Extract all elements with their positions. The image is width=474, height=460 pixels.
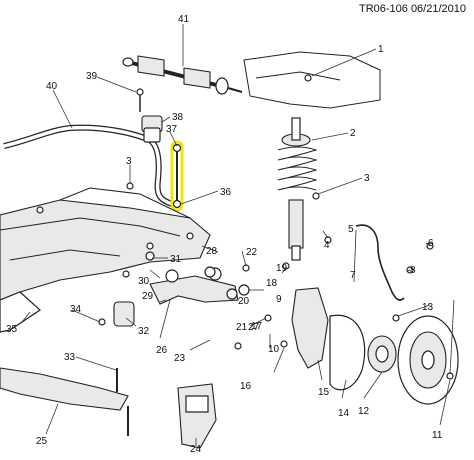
callout-7: 7 <box>350 270 356 281</box>
callout-31: 31 <box>170 254 182 265</box>
callout-41: 41 <box>178 14 190 25</box>
callout-14: 14 <box>338 408 350 419</box>
callout-5: 5 <box>348 224 354 235</box>
callout-11: 11 <box>432 430 443 441</box>
callout-27: 27 <box>248 322 260 333</box>
diagram-code-label: TR06-106 06/21/2010 <box>358 3 466 15</box>
fasteners <box>98 74 454 380</box>
callout-38: 38 <box>172 112 184 123</box>
callout-9: 9 <box>276 294 282 305</box>
callout-34: 34 <box>70 304 82 315</box>
brake-caliper <box>177 383 217 449</box>
front-frame-cradle <box>0 187 211 333</box>
callout-22: 22 <box>246 247 258 258</box>
callout-23: 23 <box>174 353 186 364</box>
callout-32: 32 <box>138 326 150 337</box>
callout-3-right: 3 <box>364 173 370 184</box>
callout-36: 36 <box>220 187 232 198</box>
callout-17: 17 <box>251 321 263 332</box>
callout-numbers: 41 1 39 40 38 37 2 3 3 36 5 4 6 28 22 31… <box>6 14 443 455</box>
callout-10: 10 <box>268 344 280 355</box>
callout-24: 24 <box>190 444 202 455</box>
callout-13: 13 <box>422 302 434 313</box>
stabilizer-bushing <box>141 115 163 143</box>
callout-leader-lines <box>21 24 455 446</box>
brake-rotor <box>397 315 459 405</box>
callout-2: 2 <box>350 128 356 139</box>
wheel-speed-sensor-harness <box>355 224 405 301</box>
callout-12: 12 <box>358 406 370 417</box>
callout-1: 1 <box>378 44 384 55</box>
callout-15: 15 <box>318 387 330 398</box>
callout-28: 28 <box>206 246 218 257</box>
callout-20: 20 <box>238 296 250 307</box>
callout-39: 39 <box>86 71 98 82</box>
callout-21: 21 <box>236 322 248 333</box>
transverse-brace <box>0 367 129 411</box>
callout-37: 37 <box>166 124 178 135</box>
callout-3-left: 3 <box>126 156 132 167</box>
callout-33: 33 <box>64 352 76 363</box>
callout-26: 26 <box>156 345 168 356</box>
callout-4: 4 <box>324 240 330 251</box>
callout-25: 25 <box>36 436 48 447</box>
drive-axle-shaft <box>122 55 243 95</box>
callout-30: 30 <box>138 276 150 287</box>
callout-8: 8 <box>410 265 416 276</box>
stabilizer-link-highlighted <box>170 140 184 212</box>
steering-knuckle <box>291 287 329 369</box>
brake-splash-shield <box>329 314 366 391</box>
callout-18: 18 <box>266 278 278 289</box>
wheel-hub-bearing <box>367 335 397 373</box>
callout-16: 16 <box>240 381 252 392</box>
callout-19: 19 <box>276 263 288 274</box>
strut-assembly <box>277 117 318 261</box>
body-structure <box>243 51 381 109</box>
callout-40: 40 <box>46 81 58 92</box>
lower-control-arm <box>149 267 239 305</box>
callout-35: 35 <box>6 324 18 335</box>
callout-29: 29 <box>142 291 154 302</box>
callout-6: 6 <box>428 238 434 249</box>
